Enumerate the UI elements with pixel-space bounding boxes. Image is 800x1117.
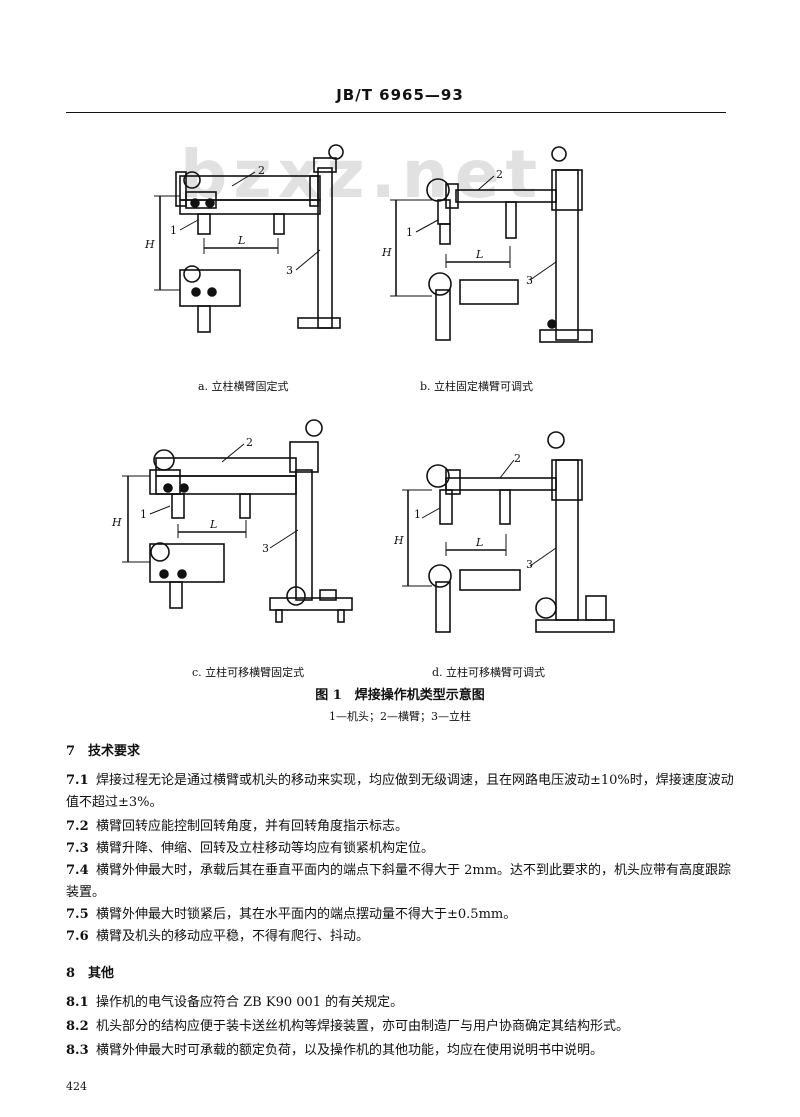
a-label-H: H bbox=[144, 238, 155, 251]
caption-a: a. 立柱横臂固定式 bbox=[198, 380, 289, 393]
diagram-c bbox=[122, 419, 353, 623]
clause-7-5: 7.5 横臂外伸最大时锁紧后，其在水平面内的端点摆动量不得大于±0.5mm。 bbox=[66, 904, 736, 926]
b-label-H: H bbox=[381, 246, 392, 259]
c-label-H: H bbox=[111, 516, 122, 529]
page-header: JB/T 6965—93 bbox=[336, 86, 464, 104]
clause-text: 横臂回转应能控制回转角度，并有回转角度指示标志。 bbox=[96, 819, 409, 834]
clause-number: 7.5 bbox=[66, 907, 89, 922]
c-label-1: 1 bbox=[140, 508, 147, 521]
clause-text: 横臂外伸最大时锁紧后，其在水平面内的端点摆动量不得大于±0.5mm。 bbox=[96, 907, 517, 922]
clause-8-1: 8.1 操作机的电气设备应符合 ZB K90 001 的有关规定。 bbox=[66, 992, 736, 1014]
a-label-L: L bbox=[237, 234, 245, 247]
d-label-3: 3 bbox=[526, 558, 533, 571]
a-label-1: 1 bbox=[170, 224, 177, 237]
figure-title: 图 1 焊接操作机类型示意图 bbox=[315, 688, 485, 703]
clause-text: 横臂外伸最大时，承载后其在垂直平面内的端点下斜量不得大于 2mm。达不到此要求的… bbox=[66, 863, 732, 900]
b-label-1: 1 bbox=[406, 226, 413, 239]
clause-text: 机头部分的结构应便于装卡送丝机构等焊接装置，亦可由制造厂与用户协商确定其结构形式… bbox=[96, 1019, 630, 1034]
clause-number: 8.3 bbox=[66, 1043, 89, 1058]
figure-1-drawings: H L 1 2 3 H L 1 2 3 bbox=[111, 144, 615, 633]
section-8-heading: 8 其他 bbox=[66, 966, 115, 981]
c-label-2: 2 bbox=[246, 436, 253, 449]
clause-text: 焊接过程无论是通过横臂或机头的移动来实现，均应做到无级调速，且在网路电压波动±1… bbox=[66, 773, 734, 810]
clause-text: 操作机的电气设备应符合 ZB K90 001 的有关规定。 bbox=[96, 995, 404, 1010]
figure-legend: 1—机头；2—横臂；3—立柱 bbox=[329, 710, 471, 723]
clause-number: 8.1 bbox=[66, 995, 89, 1010]
a-label-3: 3 bbox=[286, 264, 293, 277]
clause-8-3: 8.3 横臂外伸最大时可承载的额定负荷，以及操作机的其他功能，均应在使用说明书中说… bbox=[66, 1040, 736, 1062]
d-label-H: H bbox=[393, 534, 404, 547]
diagram-d bbox=[402, 431, 615, 633]
clause-text: 横臂升降、伸缩、回转及立柱移动等均应有锁紧机构定位。 bbox=[96, 841, 435, 856]
clause-number: 8.2 bbox=[66, 1019, 89, 1034]
d-label-2: 2 bbox=[514, 452, 521, 465]
b-label-2: 2 bbox=[496, 168, 503, 181]
c-label-3: 3 bbox=[262, 542, 269, 555]
b-label-L: L bbox=[475, 248, 483, 261]
caption-d: d. 立柱可移横臂可调式 bbox=[432, 666, 546, 679]
diagram-b bbox=[390, 146, 593, 343]
diagram-a bbox=[154, 144, 344, 333]
clause-7-6: 7.6 横臂及机头的移动应平稳，不得有爬行、抖动。 bbox=[66, 926, 736, 948]
clause-7-3: 7.3 横臂升降、伸缩、回转及立柱移动等均应有锁紧机构定位。 bbox=[66, 838, 736, 860]
c-label-L: L bbox=[209, 518, 217, 531]
clause-number: 7.4 bbox=[66, 863, 89, 878]
caption-c: c. 立柱可移横臂固定式 bbox=[192, 666, 305, 679]
header-rule bbox=[66, 112, 726, 113]
caption-b: b. 立柱固定横臂可调式 bbox=[420, 380, 534, 393]
clause-text: 横臂外伸最大时可承载的额定负荷，以及操作机的其他功能，均应在使用说明书中说明。 bbox=[96, 1043, 604, 1058]
d-label-1: 1 bbox=[414, 508, 421, 521]
clause-number: 7.1 bbox=[66, 773, 89, 788]
clause-number: 7.2 bbox=[66, 819, 89, 834]
clause-7-2: 7.2 横臂回转应能控制回转角度，并有回转角度指示标志。 bbox=[66, 816, 736, 838]
clause-number: 7.3 bbox=[66, 841, 89, 856]
clause-8-2: 8.2 机头部分的结构应便于装卡送丝机构等焊接装置，亦可由制造厂与用户协商确定其结… bbox=[66, 1016, 736, 1038]
clause-text: 横臂及机头的移动应平稳，不得有爬行、抖动。 bbox=[96, 929, 370, 944]
clause-number: 7.6 bbox=[66, 929, 89, 944]
section-7-heading: 7 技术要求 bbox=[66, 744, 141, 759]
b-label-3: 3 bbox=[526, 274, 533, 287]
a-label-2: 2 bbox=[258, 164, 265, 177]
d-label-L: L bbox=[475, 536, 483, 549]
page-number: 424 bbox=[66, 1080, 87, 1093]
